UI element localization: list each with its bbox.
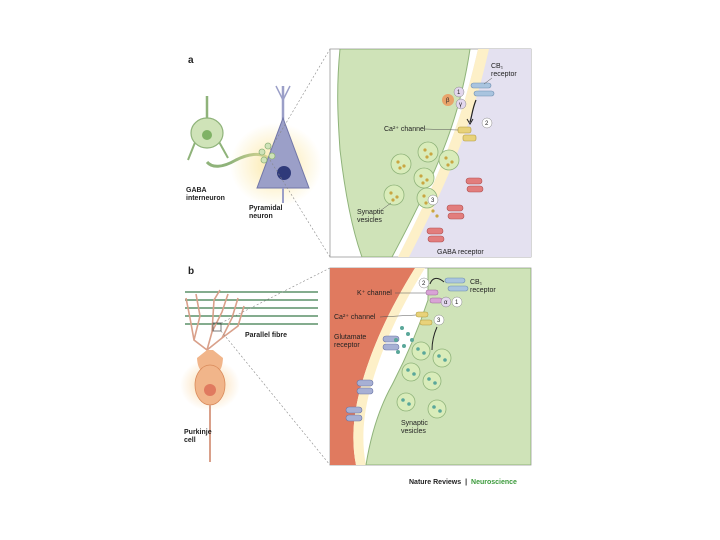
credit-separator: |: [465, 479, 467, 486]
synaptic-vesicles-label-b: Synaptic vesicles: [401, 420, 430, 435]
step-a-2: 2: [485, 121, 489, 127]
label-cell: cell: [184, 437, 196, 444]
label-synaptic: Synaptic: [357, 209, 384, 216]
panel-a-zoom-box: β 1 γ CB₁ receptor Ca²⁺ channel 2: [329, 48, 532, 258]
panel-a: a GABA interneuron: [186, 48, 532, 258]
glutamate-receptor-label: Glutamate receptor: [334, 334, 368, 349]
step-a-3: 3: [431, 198, 435, 204]
cb1-receptor-label-a: CB₁ receptor: [491, 63, 517, 78]
label-gaba: GABA: [186, 187, 207, 194]
parallel-fibres: [185, 291, 318, 325]
journal-credit: Nature Reviews | Neuroscience: [409, 479, 517, 486]
purkinje-cell: [180, 289, 245, 462]
label-vesicles: vesicles: [357, 217, 382, 224]
purkinje-cell-label: Purkinje cell: [184, 429, 214, 444]
g-protein-alpha: α: [444, 300, 448, 306]
parallel-fibre-label: Parallel fibre: [245, 332, 287, 339]
label-receptor-b: receptor: [470, 287, 496, 294]
panel-b: b Parallel fibre Purkinje cell: [180, 266, 532, 466]
label-interneuron: interneuron: [186, 195, 225, 202]
label-glutamate: Glutamate: [334, 334, 366, 341]
gaba-interneuron-label: GABA interneuron: [186, 187, 225, 202]
panel-b-letter: b: [188, 266, 194, 277]
gaba-receptors: [426, 177, 484, 243]
step-a-1: 1: [457, 90, 461, 96]
label-receptor: receptor: [491, 71, 517, 78]
label-pyramidal: Pyramidal: [249, 205, 283, 212]
ca-channel-label-a: Ca²⁺ channel: [384, 126, 426, 133]
glutamate-receptors: [345, 335, 400, 422]
k-channel-label: K⁺ channel: [357, 290, 392, 297]
panel-a-letter: a: [188, 55, 194, 66]
pyramidal-neuron-label: Pyramidal neuron: [249, 205, 284, 220]
synaptic-vesicles-label-a: Synaptic vesicles: [357, 209, 386, 224]
credit-journal: Nature Reviews: [409, 479, 461, 486]
label-cb1-b: CB₁: [470, 279, 483, 286]
gaba-receptor-label: GABA receptor: [437, 249, 484, 256]
label-cb1: CB₁: [491, 63, 504, 70]
label-vesicles-b: vesicles: [401, 428, 426, 435]
synaptic-vesicles-a: [383, 141, 460, 218]
ca-channel-label-b: Ca²⁺ channel: [334, 314, 376, 321]
label-receptor-glu: receptor: [334, 342, 360, 349]
pyramidal-neuron: [230, 85, 322, 207]
panel-b-zoom-box: K⁺ channel 2 CB₁ receptor α 1 Ca²⁺ chann…: [329, 267, 532, 466]
credit-section: Neuroscience: [471, 479, 517, 486]
step-b-3: 3: [437, 318, 441, 324]
label-neuron: neuron: [249, 213, 273, 220]
label-synaptic-b: Synaptic: [401, 420, 428, 427]
g-protein-gamma: γ: [459, 102, 462, 108]
step-b-2: 2: [422, 281, 426, 287]
label-purkinje: Purkinje: [184, 429, 212, 436]
g-protein-beta: β: [446, 98, 450, 104]
cb1-receptor-label-b: CB₁ receptor: [470, 279, 496, 294]
step-b-1: 1: [455, 300, 459, 306]
synaptic-vesicles-b: [396, 341, 452, 419]
